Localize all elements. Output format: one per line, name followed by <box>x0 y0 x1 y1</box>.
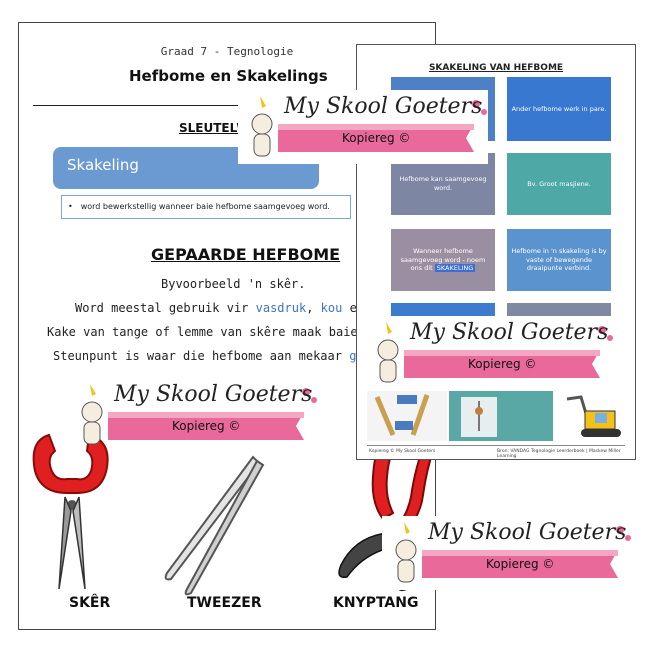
watermark-logo <box>81 384 317 445</box>
highlight-word: kou <box>320 301 343 315</box>
tool-label-tweezer: TWEEZER <box>187 595 262 611</box>
linkage-diagram-image <box>367 391 447 441</box>
watermark-brand: My Skool Goeters <box>410 320 609 345</box>
page-title: Hefbome en Skakelings <box>129 67 328 85</box>
watermark-ribbon-text: Kopiereg © <box>486 557 555 571</box>
tweezer-image <box>164 455 265 596</box>
excavator-image <box>566 395 621 437</box>
mechanism-image <box>449 391 553 441</box>
info-card: Hefbome in 'n skakeling is by vaste of b… <box>507 229 611 291</box>
watermark-ribbon-text: Kopiereg © <box>172 419 241 433</box>
watermark: My Skool Goeters Kopiereg © <box>68 378 318 452</box>
info-card: Wanneer hefbome saamgevoeg word - noem o… <box>391 229 495 291</box>
watermark: My Skool Goeters Kopiereg © <box>238 90 488 164</box>
divider <box>33 105 373 106</box>
term-label: Skakeling <box>67 156 139 174</box>
watermark-logo <box>382 516 632 590</box>
watermark-ribbon-text: Kopiereg © <box>468 357 537 371</box>
bullet: • <box>68 202 73 211</box>
page-title: SKAKELING VAN HEFBOME <box>428 63 564 73</box>
watermark-ribbon-text: Kopiereg © <box>342 131 411 145</box>
tool-label-pliers: KNYPTANG <box>333 595 419 611</box>
grade-subject-heading: Graad 7 - Tegnologie <box>160 45 294 58</box>
highlight-word: SKAKELING <box>434 264 476 273</box>
section-heading: GEPAARDE HEFBOME <box>151 245 341 264</box>
body-line-1: Byvoorbeeld 'n skêr. <box>161 277 306 291</box>
watermark-logo <box>238 90 488 164</box>
scissors-image <box>32 433 109 590</box>
divider <box>367 445 625 446</box>
info-card: Ander hefbome werk in pare. <box>507 77 611 141</box>
watermark-brand: My Skool Goeters <box>284 94 483 119</box>
watermark: My Skool Goeters Kopiereg © <box>382 516 632 590</box>
body-line-2: Word meestal gebruik vir vasdruk, kou en… <box>75 301 378 315</box>
footer-copyright: Kopiereg © My Skool Goeters <box>369 449 436 454</box>
watermark: My Skool Goeters Kopiereg © <box>364 316 614 390</box>
body-line-4: Steunpunt is waar die hefbome aan mekaar… <box>53 349 364 363</box>
watermark-brand: My Skool Goeters <box>114 382 313 407</box>
watermark-logo <box>364 316 614 390</box>
body-line-3: Kake van tange of lemme van skêre maak b… <box>47 325 373 339</box>
footer-source: Bron: VANDAG Tegnologie Leerderboek | Ma… <box>497 449 621 459</box>
tool-label-scissors: SKÊR <box>69 595 111 611</box>
definition-text: word bewerkstellig wanneer baie hefbome … <box>80 202 330 211</box>
highlight-word: vasdruk <box>255 301 307 315</box>
definition-box: • word bewerkstellig wanneer baie hefbome… <box>61 195 351 219</box>
watermark-brand: My Skool Goeters <box>428 520 627 545</box>
info-card: Bv. Groot masjiene. <box>507 153 611 215</box>
